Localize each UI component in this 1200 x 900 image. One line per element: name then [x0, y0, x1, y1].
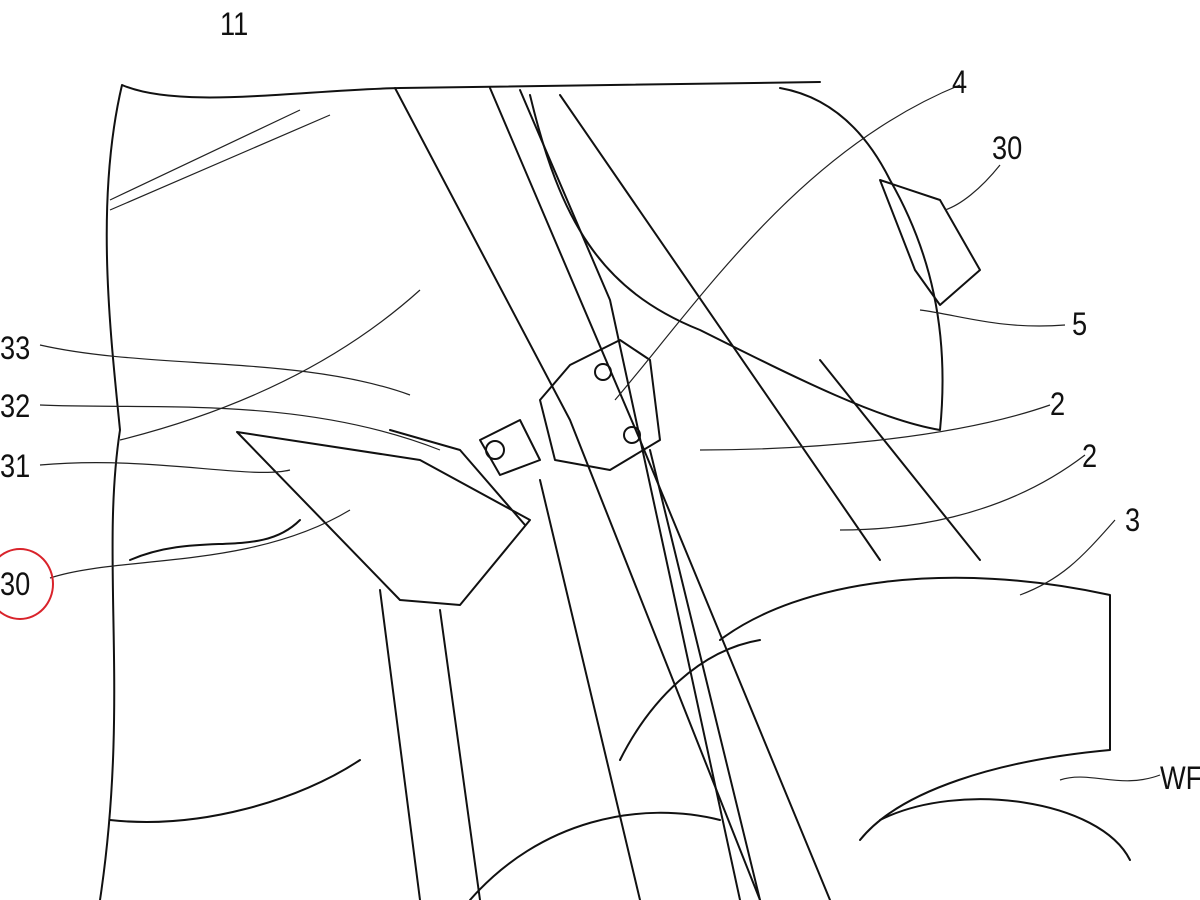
leader-lines	[39, 84, 1161, 782]
label-wf: WF	[1160, 760, 1200, 796]
label-32: 32	[0, 388, 31, 424]
label-5: 5	[1072, 306, 1088, 342]
front-wheel	[469, 798, 1131, 900]
label-30-top: 30	[992, 130, 1023, 166]
fork-tube-left	[394, 87, 831, 900]
label-30-highlighted: 30	[0, 566, 31, 602]
label-3: 3	[1125, 502, 1141, 538]
label-33: 33	[0, 330, 31, 366]
frame-edge-lines	[109, 109, 421, 441]
label-2b: 2	[1082, 438, 1098, 474]
lamp-left	[236, 429, 531, 606]
bolt-2	[623, 426, 641, 444]
label-11: 11	[220, 6, 249, 42]
label-31: 31	[0, 448, 31, 484]
label-4: 4	[952, 64, 968, 100]
front-fender	[619, 576, 1111, 841]
bolt-3	[485, 440, 505, 460]
fork-tube-right	[519, 89, 881, 900]
bracket	[479, 339, 661, 476]
label-2a: 2	[1050, 386, 1066, 422]
highlight-circle	[0, 548, 54, 620]
frame-panel-outline	[99, 81, 821, 900]
bolt-1	[594, 363, 612, 381]
fork-outer	[539, 359, 981, 900]
fairing-lower	[109, 519, 481, 900]
cowl-outline	[529, 87, 944, 431]
lamp-top	[879, 179, 981, 306]
